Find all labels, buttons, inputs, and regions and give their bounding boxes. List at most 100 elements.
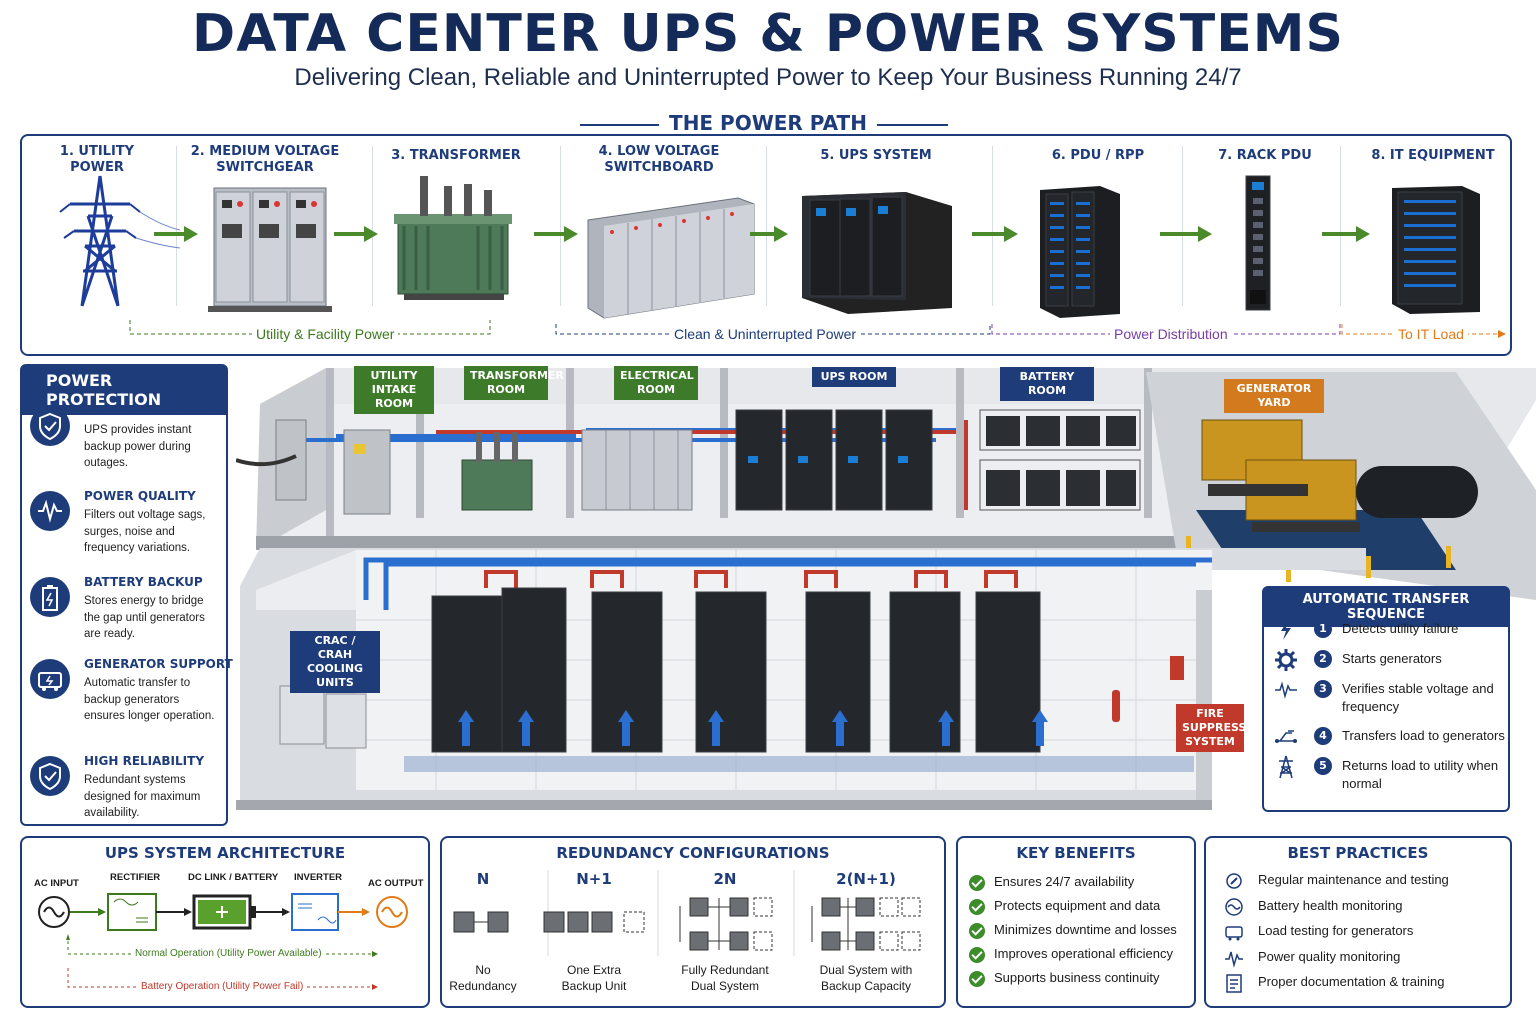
stage-divider [372, 146, 373, 306]
transmission-tower-icon [59, 175, 181, 307]
protection-item: BATTERY BACKUP Stores energy to bridge th… [28, 575, 224, 645]
room-label: UTILITY INTAKE ROOM [354, 366, 434, 414]
switchgear-icon [208, 187, 332, 312]
protection-item: POWER QUALITY Filters out voltage sags, s… [28, 489, 224, 559]
flow-arrow [1322, 226, 1370, 242]
ac-output-label: AC OUTPUT [368, 878, 424, 889]
step-number: 1 [1314, 620, 1332, 638]
check-icon [969, 923, 985, 939]
ac-input-label: AC INPUT [34, 878, 79, 889]
protection-item: CONTINUOUS POWER UPS provides instant bac… [28, 404, 228, 474]
step-text: Transfers load to generators [1342, 728, 1505, 743]
step-text: Verifies stable voltage and frequency [1342, 681, 1494, 714]
transfer-step: 3 Verifies stable voltage and frequency [1264, 680, 1508, 716]
best-practice-item: Regular maintenance and testing [1258, 872, 1449, 887]
ac-input-icon [38, 896, 70, 928]
battery-operation-note: Battery Operation (Utility Power Fail) [138, 981, 307, 992]
ups-cabinet-icon [802, 192, 952, 314]
best-practices-heading: BEST PRACTICES [1287, 844, 1429, 862]
divider [862, 124, 948, 126]
flow-label: Power Distribution [1110, 326, 1232, 342]
room-label: ELECTRICAL ROOM [614, 366, 698, 400]
stage-label: 4. LOW VOLTAGE SWITCHBOARD [598, 144, 720, 175]
transfer-sequence-heading: AUTOMATIC TRANSFER SEQUENCE [1264, 588, 1508, 627]
power-path-heading: THE POWER PATH [659, 111, 877, 135]
gear-icon [1274, 648, 1298, 672]
switchboard-icon [587, 197, 755, 319]
transformer-icon [394, 176, 512, 300]
flow-arrow [1160, 226, 1212, 242]
protection-item-title: CONTINUOUS POWER [84, 404, 228, 418]
ups-architecture-diagram [38, 893, 408, 990]
divider [580, 124, 666, 126]
stage-divider [1340, 146, 1341, 306]
best-practice-item: Battery health monitoring [1258, 897, 1403, 913]
protection-item-text: Filters out voltage sags, surges, noise … [84, 509, 206, 554]
flow-arrow [334, 226, 378, 242]
ups-architecture-panel: UPS SYSTEM ARCHITECTURE [20, 836, 430, 1008]
protection-item-title: BATTERY BACKUP [84, 575, 203, 589]
stage-label: 7. RACK PDU [1218, 148, 1312, 163]
room-label: TRANSFORMER ROOM [464, 366, 564, 400]
inverter-label: INVERTER [294, 872, 343, 883]
stage-divider [766, 146, 767, 306]
battery-wave-icon [1224, 897, 1244, 917]
redundancy-config-name: 2(N+1) [836, 870, 896, 888]
power-path-heading-wrap: THE POWER PATH [0, 111, 1536, 135]
ups-architecture-heading: UPS SYSTEM ARCHITECTURE [104, 844, 346, 862]
benefit-item: Supports business continuity [994, 970, 1160, 985]
rectifier-label: RECTIFIER [110, 872, 161, 883]
room-label: UPS ROOM [812, 367, 896, 387]
flow-label: Utility & Facility Power [252, 326, 399, 342]
redundancy-config-caption: No Redundancy [449, 963, 517, 993]
step-number: 4 [1314, 727, 1332, 745]
generator-icon [30, 659, 70, 699]
generator-icon [1224, 922, 1244, 942]
protection-item-text: Stores energy to bridge the gap until ge… [84, 595, 205, 640]
flow-arrow [154, 226, 198, 242]
rack-pdu-icon [1245, 175, 1271, 311]
battery-icon [30, 577, 70, 617]
transfer-icon [1274, 725, 1298, 749]
flow-arrow [972, 226, 1018, 242]
power-path-illustrations [59, 175, 1480, 319]
redundancy-config-caption: Fully Redundant Dual System [681, 963, 769, 993]
best-practice-item: Load testing for generators [1258, 923, 1414, 938]
step-text: Starts generators [1342, 651, 1442, 666]
room-label: BATTERY ROOM [1000, 367, 1094, 401]
wrench-gear-icon [1224, 871, 1244, 891]
redundancy-config-name: N+1 [576, 870, 612, 888]
flow-label: Clean & Uninterrupted Power [670, 326, 861, 342]
step-number: 3 [1314, 680, 1332, 698]
redundancy-panel: REDUNDANCY CONFIGURATIONS [440, 836, 946, 1008]
stage-divider [176, 146, 177, 306]
step-number: 5 [1314, 757, 1332, 775]
waveform-icon [30, 491, 70, 531]
benefit-item: Protects equipment and data [994, 898, 1161, 913]
room-label: CRAC / CRAH COOLING UNITS [290, 631, 380, 693]
transmission-tower-icon [1274, 755, 1298, 779]
lightning-icon [1274, 618, 1298, 642]
normal-operation-note: Normal Operation (Utility Power Availabl… [132, 948, 325, 959]
best-practice-item: Proper documentation & training [1258, 974, 1445, 989]
stage-label: 8. IT EQUIPMENT [1371, 148, 1495, 163]
benefit-item: Minimizes downtime and losses [994, 922, 1177, 937]
transfer-step: 4 Transfers load to generators [1264, 727, 1508, 763]
flow-label: To IT Load [1394, 326, 1468, 342]
check-icon [969, 899, 985, 915]
stage-divider [560, 146, 561, 306]
inverter-icon [291, 893, 339, 931]
protection-item-title: POWER QUALITY [84, 489, 196, 503]
check-icon [969, 947, 985, 963]
stage-divider [992, 146, 993, 306]
protection-item-title: GENERATOR SUPPORT [84, 657, 233, 671]
protection-item-text: UPS provides instant backup power during… [84, 424, 192, 469]
dc-link-label: DC LINK / BATTERY [188, 872, 279, 883]
protection-item-text: Redundant systems designed for maximum a… [84, 774, 201, 819]
stage-label: 2. MEDIUM VOLTAGE SWITCHGEAR [190, 144, 340, 175]
flow-arrow [534, 226, 578, 242]
generator-icon [1201, 419, 1360, 532]
redundancy-config-caption: Dual System with Backup Capacity [819, 963, 913, 993]
